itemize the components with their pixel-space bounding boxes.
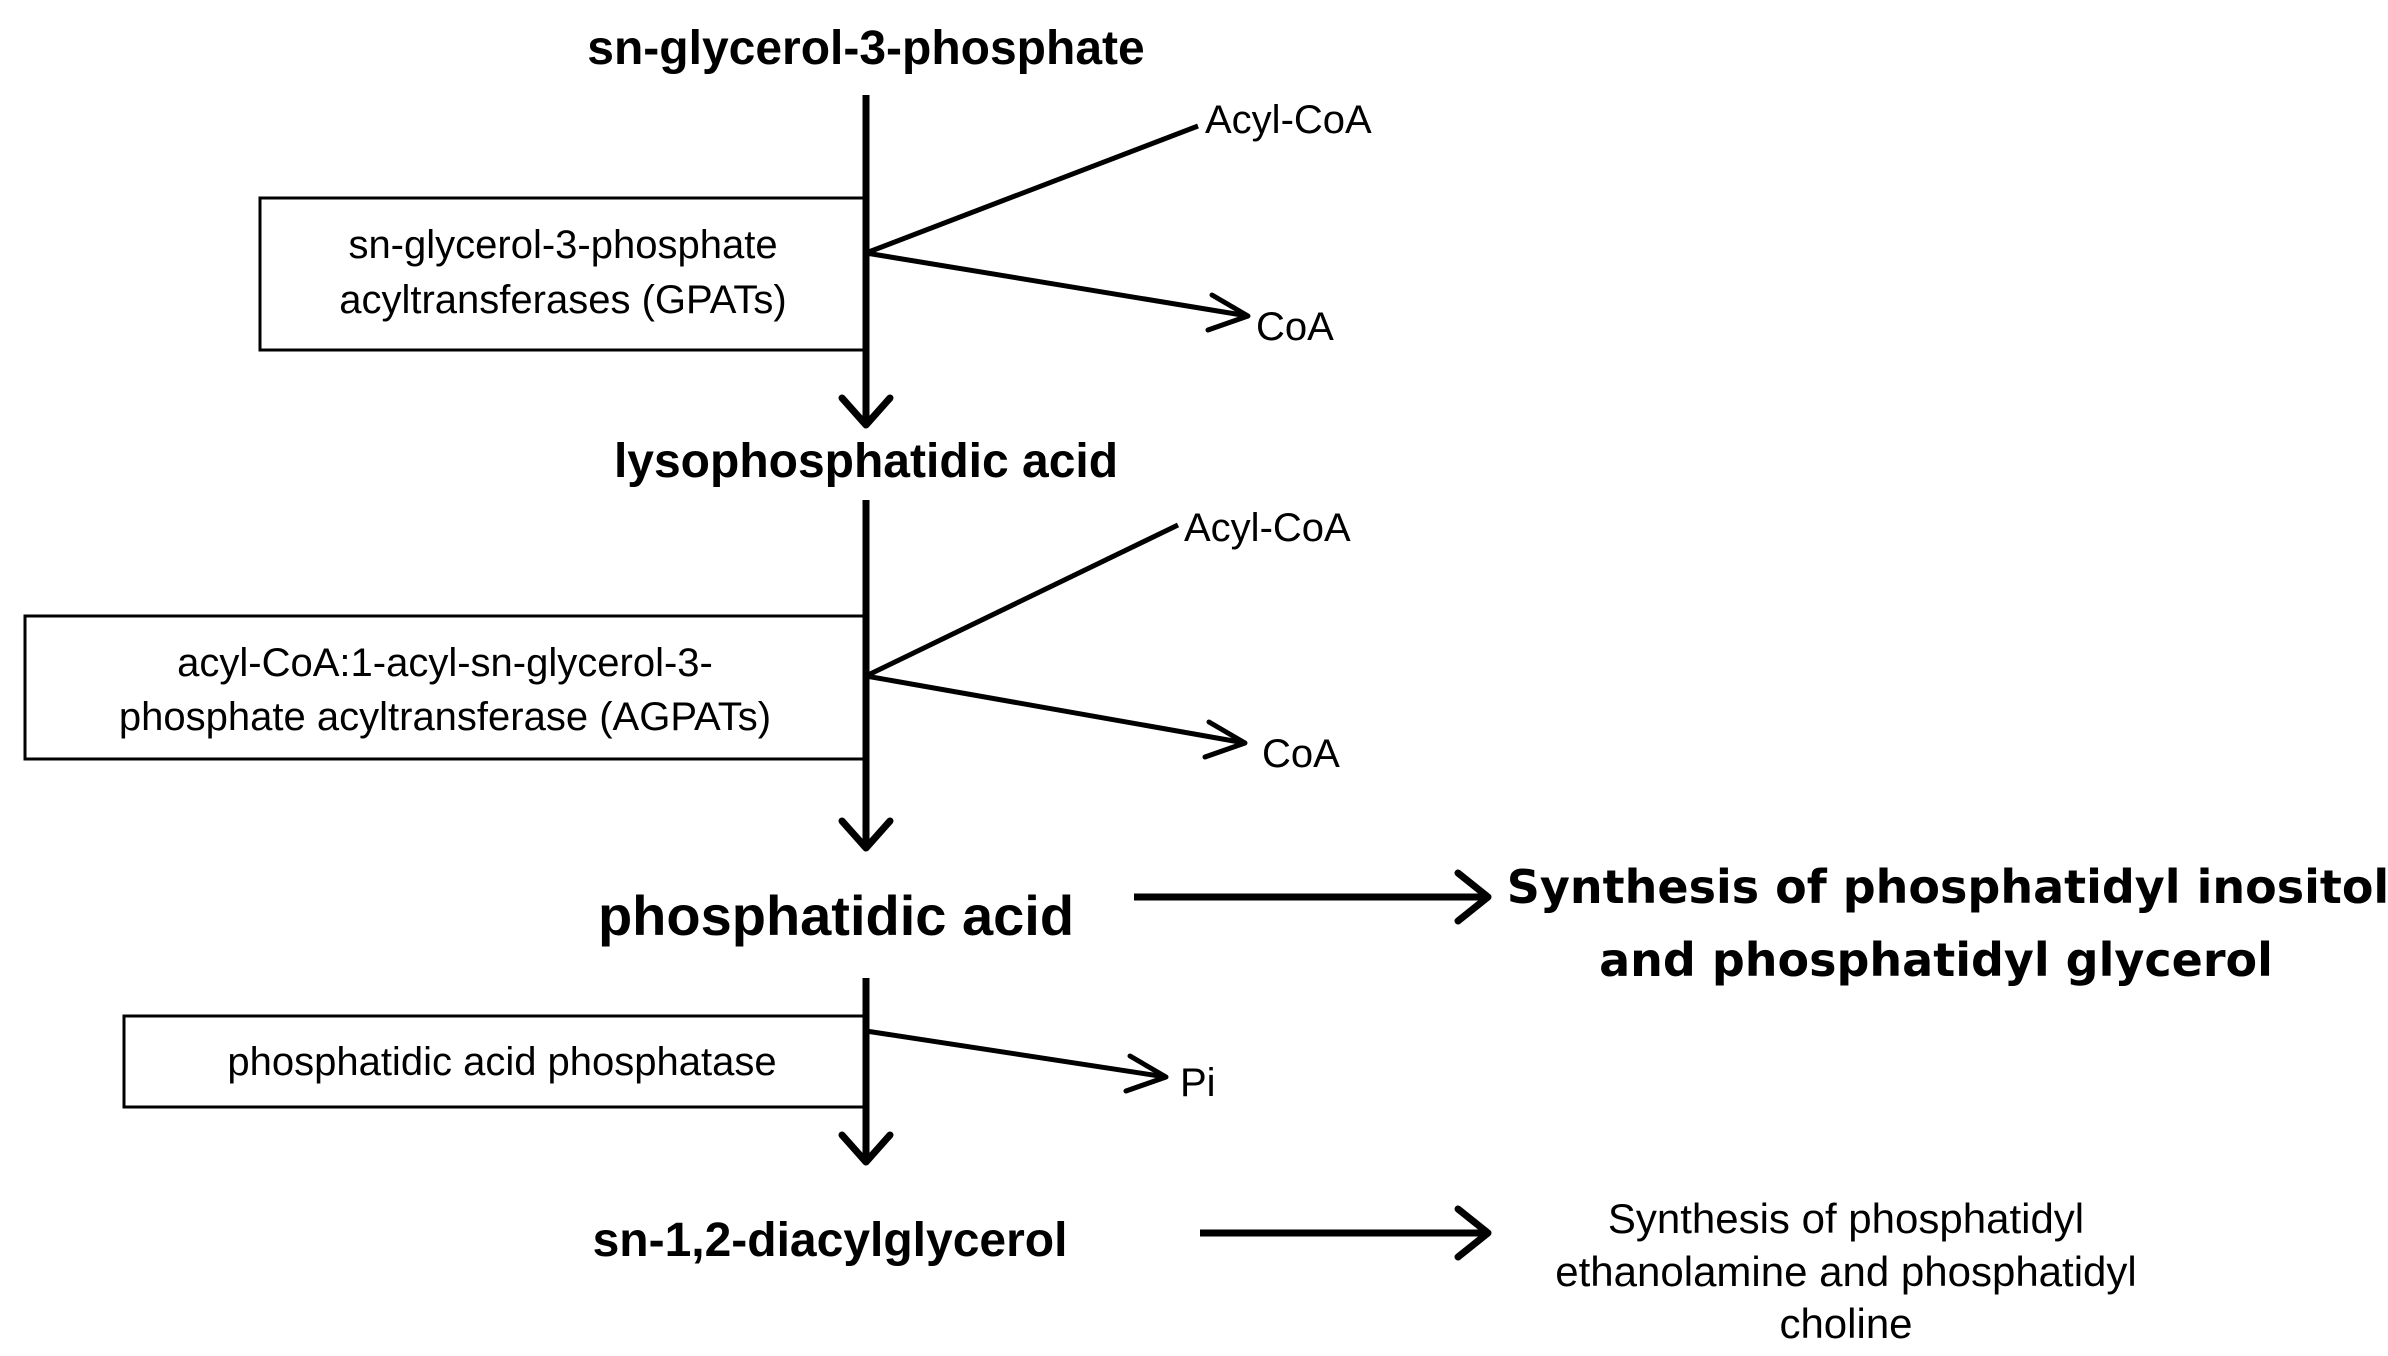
cofactor-acyl-coa-1: Acyl-CoA — [1205, 98, 1372, 142]
side-arrow-acyl-coa-in-1 — [865, 123, 1199, 256]
side-arrow-pi-out — [865, 1028, 1169, 1094]
enzyme-box-pap: phosphatidic acid phosphatase — [122, 1014, 868, 1109]
metabolite-sn-1-2-diacylglycerol: sn-1,2-diacylglycerol — [593, 1214, 1068, 1267]
cofactor-coa-2: CoA — [1262, 732, 1340, 776]
branch-arrow-phosphatidic-acid — [1134, 869, 1492, 925]
branch-arrow-diacylglycerol — [1200, 1205, 1492, 1261]
product-pi-pg-line-2: and phosphatidyl glycerol — [1599, 933, 2273, 987]
product-pe-pc-line-2: ethanolamine and phosphatidyl — [1555, 1248, 2136, 1295]
side-arrow-coa-out-1 — [865, 250, 1251, 333]
cofactor-acyl-coa-2: Acyl-CoA — [1184, 506, 1351, 550]
product-pi-pg-line-1: Synthesis of phosphatidyl inositol — [1507, 860, 2388, 914]
side-arrow-acyl-coa-in-2 — [864, 522, 1180, 679]
side-arrow-coa-out-2 — [865, 673, 1248, 760]
product-pe-pc-line-3: choline — [1779, 1300, 1912, 1347]
enzyme-pap-label: phosphatidic acid phosphatase — [227, 1040, 776, 1084]
enzyme-agpats-line-2: phosphate acyltransferase (AGPATs) — [119, 695, 771, 739]
enzyme-gpats-line-1: sn-glycerol-3-phosphate — [348, 223, 777, 267]
cofactor-pi: Pi — [1180, 1061, 1216, 1105]
metabolite-lysophosphatidic-acid: lysophosphatidic acid — [614, 435, 1118, 488]
enzyme-box-gpats: sn-glycerol-3-phosphate acyltransferases… — [258, 196, 868, 352]
enzyme-box-agpats: acyl-CoA:1-acyl-sn-glycerol-3- phosphate… — [23, 614, 868, 761]
enzyme-gpats-line-2: acyltransferases (GPATs) — [339, 278, 787, 322]
metabolite-sn-glycerol-3-phosphate: sn-glycerol-3-phosphate — [587, 22, 1144, 75]
metabolite-phosphatidic-acid: phosphatidic acid — [598, 884, 1074, 947]
product-pe-pc-line-1: Synthesis of phosphatidyl — [1608, 1195, 2084, 1242]
enzyme-agpats-line-1: acyl-CoA:1-acyl-sn-glycerol-3- — [177, 641, 713, 685]
cofactor-coa-1: CoA — [1256, 305, 1334, 349]
